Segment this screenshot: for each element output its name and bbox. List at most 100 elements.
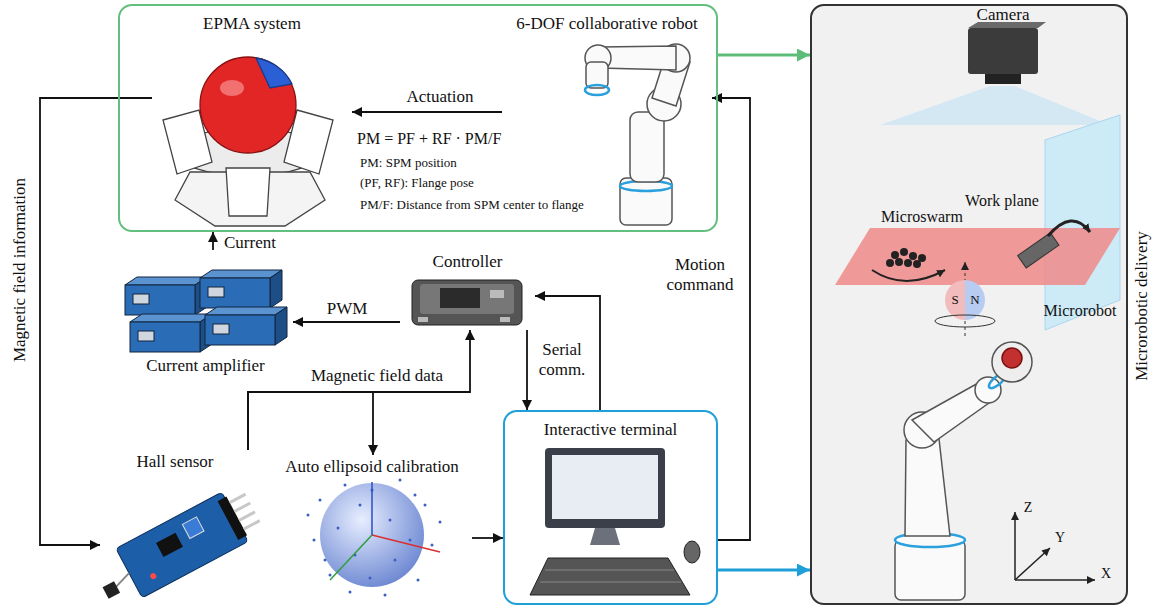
- ellipsoid-illustration-part-part: [389, 519, 392, 522]
- epma-illustration-part: [220, 80, 244, 96]
- connector: [248, 392, 373, 455]
- ellipsoid-illustration-part-part: [424, 504, 427, 507]
- controller-node: Controller: [400, 250, 535, 330]
- node-title: Current amplifier: [146, 356, 265, 376]
- ellipsoid-illustration-part-part: [329, 574, 332, 577]
- part-label: Microrobot: [1044, 302, 1117, 320]
- work-plane-illustration-part-part: [904, 259, 912, 267]
- connector: [718, 54, 810, 57]
- node-title: Interactive terminal: [544, 420, 678, 440]
- hall-sensor-illustration-part: [103, 581, 121, 599]
- amplifier-illustration-part: [130, 322, 200, 352]
- edge-label: Magnetic field information: [10, 178, 30, 362]
- terminal-illustration-part: [530, 558, 690, 595]
- terminal-illustration: [530, 448, 700, 595]
- node-title: 6-DOF collaborative robot: [516, 14, 697, 34]
- hall-sensor-illustration-part: [156, 533, 183, 557]
- work-plane-illustration-part: [872, 270, 945, 281]
- edge-label: Current: [224, 233, 276, 253]
- ellipsoid-illustration-part-part: [337, 527, 340, 530]
- terminal-illustration-part: [545, 570, 674, 571]
- hall-sensor-illustration-part: [230, 494, 246, 502]
- work-plane-illustration-part: [1048, 221, 1090, 236]
- connector-group: [40, 55, 810, 570]
- work-plane-illustration-part-part: [891, 251, 899, 259]
- terminal-box: Interactive terminal: [503, 410, 718, 605]
- ellipsoid-illustration-part-part: [359, 504, 362, 507]
- controller-illustration-part: [500, 317, 510, 322]
- hall-sensor-illustration-part: [116, 492, 248, 598]
- node-title: Hall sensor: [137, 452, 214, 472]
- hall-sensor-illustration-part: [182, 517, 204, 539]
- connector: [718, 569, 810, 572]
- ellipsoid-illustration-part-part: [369, 577, 372, 580]
- system-panel: PM = PF + RF · PM/FPM: SPM position(PF, …: [118, 4, 718, 232]
- axes-illustration-part: [1015, 579, 1095, 581]
- scene-robot-illustration-part: [1002, 348, 1022, 368]
- controller-illustration-part: [412, 280, 522, 325]
- edge-label: Motion command: [655, 255, 745, 294]
- amplifier-illustration-part: [205, 315, 275, 345]
- ellipsoid-illustration-part: [330, 535, 372, 580]
- scene-robot-illustration: [895, 342, 1032, 600]
- amplifier-illustration-part: [200, 270, 282, 278]
- ellipsoid-illustration-part-part: [431, 544, 434, 547]
- ellipsoid-illustration-part-part: [319, 499, 322, 502]
- work-plane-illustration-part-part: [895, 258, 903, 266]
- ellipsoid-illustration-part-part: [394, 559, 397, 562]
- terminal-illustration-part: [590, 528, 620, 545]
- amplifier-illustration-part: [133, 294, 149, 304]
- legend-line: PM: SPM position: [360, 156, 457, 171]
- hall-sensor-illustration-part: [234, 503, 250, 511]
- connector: [526, 330, 528, 410]
- ellipsoid-illustration-part: [372, 535, 440, 552]
- edge-label: Actuation: [406, 87, 473, 107]
- panel-ground: [810, 4, 1128, 605]
- work-plane-illustration-part: [835, 228, 1120, 285]
- terminal-illustration-part: [684, 541, 700, 563]
- camera-illustration-part: [968, 28, 1038, 74]
- robot-illustration: [585, 44, 690, 225]
- part-label: Work plane: [965, 192, 1039, 210]
- edge-label: Magnetic field data: [311, 366, 443, 386]
- connector: [212, 232, 214, 250]
- terminal-illustration-part: [545, 448, 665, 528]
- node-title: Auto ellipsoid calibration: [285, 457, 459, 477]
- legend-line: PM/F: Distance from SPM center to flange: [360, 198, 584, 213]
- scene-robot-illustration-part: [975, 377, 1001, 403]
- magnet-illustration-part: [935, 315, 995, 327]
- ellipsoid-illustration-part-part: [349, 591, 352, 594]
- panel-ground-part: [810, 4, 1128, 605]
- magnet-illustration-part: [945, 280, 965, 320]
- ellipsoid-illustration-part-part: [417, 579, 420, 582]
- magnet-illustration-part: [965, 280, 985, 320]
- work-plane-illustration-part: [886, 248, 926, 268]
- work-plane-illustration-part-part: [918, 254, 926, 262]
- amplifier-illustration-part: [130, 314, 212, 322]
- part-label: Microswarm: [881, 208, 963, 226]
- terminal-illustration-part: [540, 582, 681, 583]
- node-title: EPMA system: [203, 14, 301, 34]
- ellipsoid-illustration-part-part: [414, 494, 417, 497]
- work-plane-illustration-part: [1018, 233, 1059, 268]
- robot-illustration-part: [630, 112, 664, 182]
- amplifier-illustration-part: [125, 285, 195, 315]
- formula: PM = PF + RF · PM/F: [357, 130, 501, 148]
- hall-sensor-illustration-part: [239, 512, 255, 520]
- robot-node: 6-DOF collaborative robot: [502, 12, 712, 227]
- controller-illustration-part: [420, 284, 514, 314]
- ellipsoid-illustration-part-part: [409, 539, 412, 542]
- amplifier-illustration-part: [125, 277, 207, 285]
- epma-node: EPMA system: [152, 12, 352, 232]
- pole-label: S: [951, 293, 958, 308]
- axes-illustration-part: [1015, 548, 1050, 580]
- magnet-illustration: [935, 262, 995, 336]
- camera-illustration-part: [985, 74, 1021, 84]
- hall-sensor-node: Hall sensor: [100, 450, 250, 600]
- scene-robot-illustration-part: [895, 540, 965, 600]
- ellipsoid-illustration-part: [307, 479, 442, 597]
- ellipsoid-illustration-part-part: [384, 594, 387, 597]
- amplifier-illustration-part: [208, 287, 224, 297]
- robot-illustration-part: [620, 178, 672, 225]
